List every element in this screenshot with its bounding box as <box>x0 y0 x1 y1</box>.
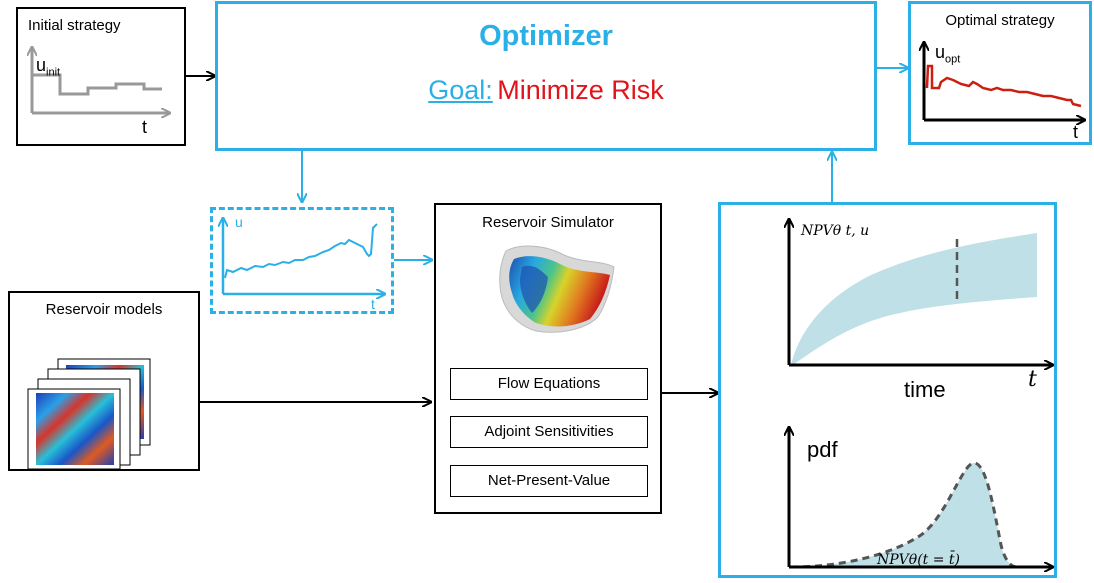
module-net-present-value: Net-Present-Value <box>450 465 648 497</box>
optimizer-title: Optimizer <box>479 20 613 52</box>
model-layer-1-field <box>36 393 114 465</box>
optimizer-goal: Goal: Minimize Risk <box>218 75 874 106</box>
initial-strategy-title: Initial strategy <box>28 17 121 34</box>
npv-y-label: NPVθ t, u <box>801 223 870 239</box>
initial-u-label: uinit <box>36 55 61 79</box>
npv-x-label: time <box>904 377 946 402</box>
pdf-y-label: pdf <box>807 437 838 462</box>
module-flow-equations: Flow Equations <box>450 368 648 400</box>
reservoir-simulator-box: Reservoir Simulator Flow Equations Adjoi… <box>434 203 662 514</box>
control-t-label: t <box>371 296 375 312</box>
goal-key: Goal: <box>428 75 493 105</box>
optimal-control-curve <box>925 64 1082 108</box>
optimal-t-label: t <box>1073 122 1079 142</box>
results-box: NPVθ t, u time t pdf NPVθ(t = t̄) <box>718 202 1057 578</box>
control-signal-curve <box>224 223 378 279</box>
optimal-strategy-box: Optimal strategy uopt t <box>908 1 1092 145</box>
initial-strategy-box: Initial strategy uinit t <box>16 7 186 146</box>
initial-strategy-plot <box>18 9 188 148</box>
npv-x-symbol: t <box>1028 367 1037 392</box>
reservoir-model-stack <box>27 358 151 470</box>
initial-t-label: t <box>142 117 148 137</box>
simulator-title: Reservoir Simulator <box>482 214 614 231</box>
pdf-x-label: NPVθ(t = t̄) <box>877 552 961 568</box>
module-adjoint-sensitivities: Adjoint Sensitivities <box>450 416 648 448</box>
control-u-label: u <box>235 214 243 230</box>
control-signal-plot <box>213 210 397 317</box>
results-plots <box>721 205 1060 581</box>
optimal-strategy-title: Optimal strategy <box>945 12 1055 29</box>
optimizer-box: Optimizer Goal: Minimize Risk <box>215 1 877 151</box>
reservoir-3d-render <box>499 245 615 333</box>
optimal-strategy-plot <box>911 4 1094 148</box>
reservoir-models-title: Reservoir models <box>45 301 163 318</box>
optimal-u-label: uopt <box>935 42 961 66</box>
pdf-area <box>791 462 1017 567</box>
initial-control-curve <box>32 73 162 96</box>
npv-uncertainty-band <box>791 233 1037 365</box>
reservoir-models-box: Reservoir models <box>8 291 200 471</box>
control-signal-box: u t <box>210 207 394 314</box>
pdf-curve <box>790 461 1018 569</box>
goal-value: Minimize Risk <box>497 75 664 105</box>
